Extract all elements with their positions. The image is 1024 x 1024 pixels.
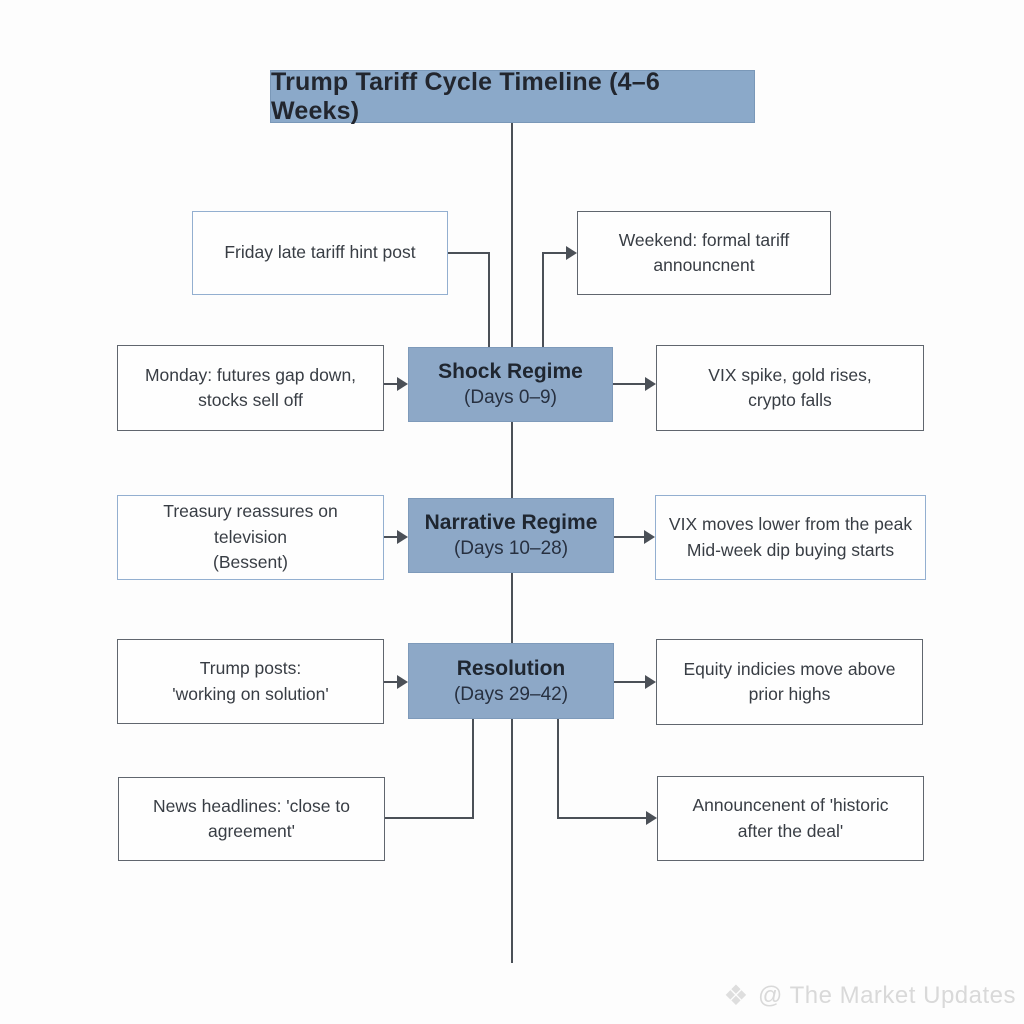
stage-name: Narrative Regime (424, 511, 598, 534)
connector-line-shock-out (612, 383, 646, 385)
event-box-treasury-reassures: Treasury reassures on television (Bessen… (117, 495, 384, 580)
arrow-right-icon (645, 675, 656, 689)
connector-line-friday-v (488, 252, 490, 348)
connector-line-monday (384, 383, 398, 385)
connector-line-weekend-v (542, 252, 544, 348)
connector-line-announce-h (558, 817, 647, 819)
arrow-right-icon (644, 530, 655, 544)
connector-line-trump (384, 681, 398, 683)
event-box-friday-hint: Friday late tariff hint post (192, 211, 448, 295)
stage-box-resolution: Resolution (Days 29–42) (408, 643, 614, 719)
connector-line-weekend-h (542, 252, 568, 254)
stage-days: (Days 0–9) (464, 387, 557, 408)
diagram-title: Trump Tariff Cycle Timeline (4–6 Weeks) (270, 68, 755, 125)
stage-days: (Days 10–28) (453, 538, 569, 559)
arrow-right-icon (646, 811, 657, 825)
stage-name: Resolution (456, 656, 566, 680)
connector-line-resolution-out (613, 681, 645, 683)
watermark-logo-icon: ❖ (723, 980, 749, 1011)
connector-line-treasury (384, 536, 398, 538)
connector-line-news-h (385, 817, 474, 819)
event-box-deal-announcement: Announcenent of 'historic after the deal… (657, 776, 924, 861)
event-box-news-headlines: News headlines: 'close to agreement' (118, 777, 385, 861)
connector-line-narrative-out (613, 536, 645, 538)
connector-line-friday-h (448, 252, 490, 254)
watermark: ❖ @ The Market Updates (723, 982, 1016, 1010)
arrow-right-icon (397, 530, 408, 544)
event-box-vix-lower: VIX moves lower from the peak Mid-week d… (655, 495, 926, 580)
connector-line-news-v (472, 718, 474, 819)
stage-name: Shock Regime (438, 360, 583, 383)
stage-box-shock: Shock Regime (Days 0–9) (408, 347, 613, 422)
arrow-right-icon (645, 377, 656, 391)
event-box-weekend-announcement: Weekend: formal tariff announcnent (577, 211, 831, 295)
stage-box-narrative: Narrative Regime (Days 10–28) (408, 498, 614, 573)
event-box-trump-posts: Trump posts: 'working on solution' (117, 639, 384, 724)
arrow-right-icon (566, 246, 577, 260)
event-box-monday-gap: Monday: futures gap down, stocks sell of… (117, 345, 384, 431)
arrow-right-icon (397, 675, 408, 689)
watermark-text: @ The Market Updates (757, 982, 1016, 1009)
arrow-right-icon (397, 377, 408, 391)
event-box-equity-highs: Equity indicies move above prior highs (656, 639, 923, 725)
event-box-vix-spike: VIX spike, gold rises, crypto falls (656, 345, 924, 431)
connector-line-announce-v (557, 718, 559, 819)
stage-days: (Days 29–42) (453, 683, 569, 705)
